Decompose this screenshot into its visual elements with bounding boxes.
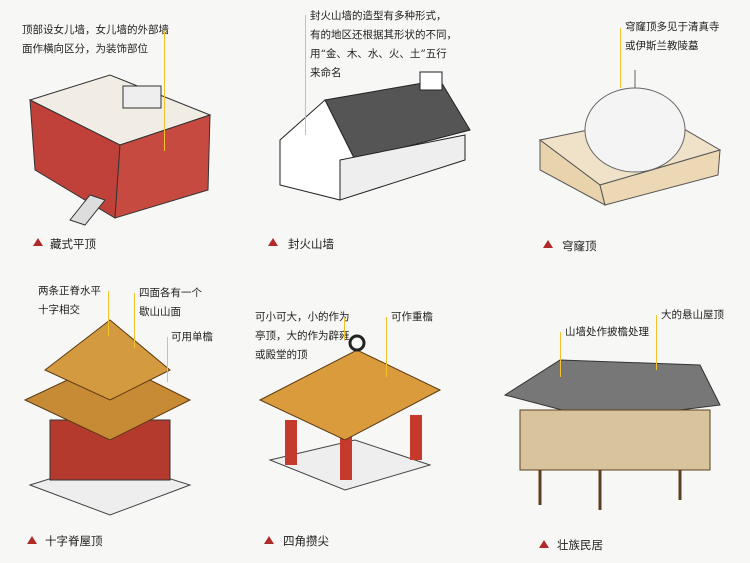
leader-line — [108, 291, 109, 336]
leader-line — [164, 31, 165, 151]
leader-line — [386, 317, 387, 377]
annotation: 可用单檐 — [171, 331, 213, 343]
red-triangle-marker — [27, 536, 37, 544]
leader-line — [656, 315, 657, 370]
red-triangle-marker — [33, 238, 43, 246]
red-triangle-marker — [543, 240, 553, 248]
red-triangle-marker — [539, 540, 549, 548]
red-triangle-marker — [268, 238, 278, 246]
annotation: 封火山墙的造型有多种形式，有的地区还根据其形状的不同，用“金、木、水、火、土”五… — [310, 10, 457, 79]
caption-tibetan-flat-roof: 藏式平顶 — [50, 237, 96, 251]
leader-line — [620, 28, 621, 88]
caption-cross-ridge-roof: 十字脊屋顶 — [45, 534, 103, 548]
leader-line — [344, 318, 345, 340]
leader-line — [560, 332, 561, 377]
pyramidal-roof-pavilion — [258, 334, 442, 491]
annotation: 四面各有一个歇山山面 — [139, 287, 202, 318]
zhuang-dwelling — [503, 359, 721, 510]
annotation: 穹窿顶多见于清真寺或伊斯兰教陵墓 — [625, 21, 720, 52]
annotation: 可作重檐 — [391, 311, 433, 323]
annotation: 山墙处作披檐处理 — [565, 326, 649, 338]
fire-gable-wall-building — [279, 71, 471, 201]
caption-zhuang-dwelling: 壮族民居 — [557, 538, 603, 552]
leader-line — [305, 15, 306, 135]
caption-pyramidal-roof: 四角攒尖 — [283, 534, 329, 548]
red-triangle-marker — [264, 536, 274, 544]
cross-ridge-roof-building — [23, 319, 192, 516]
annotation: 两条正脊水平十字相交 — [38, 285, 101, 316]
annotation: 可小可大，小的作为亭顶，大的作为辟雍或殿堂的顶 — [255, 311, 350, 361]
caption-fire-gable-wall: 封火山墙 — [288, 237, 334, 251]
annotation: 顶部设女儿墙，女儿墙的外部墙面作横向区分，为装饰部位 — [22, 24, 169, 55]
tibetan-flat-roof-building — [28, 74, 212, 226]
annotation: 大的悬山屋顶 — [661, 309, 724, 321]
leader-line — [134, 293, 135, 348]
caption-dome: 穹窿顶 — [562, 239, 597, 253]
leader-line — [167, 337, 168, 382]
dome-building — [538, 70, 722, 206]
